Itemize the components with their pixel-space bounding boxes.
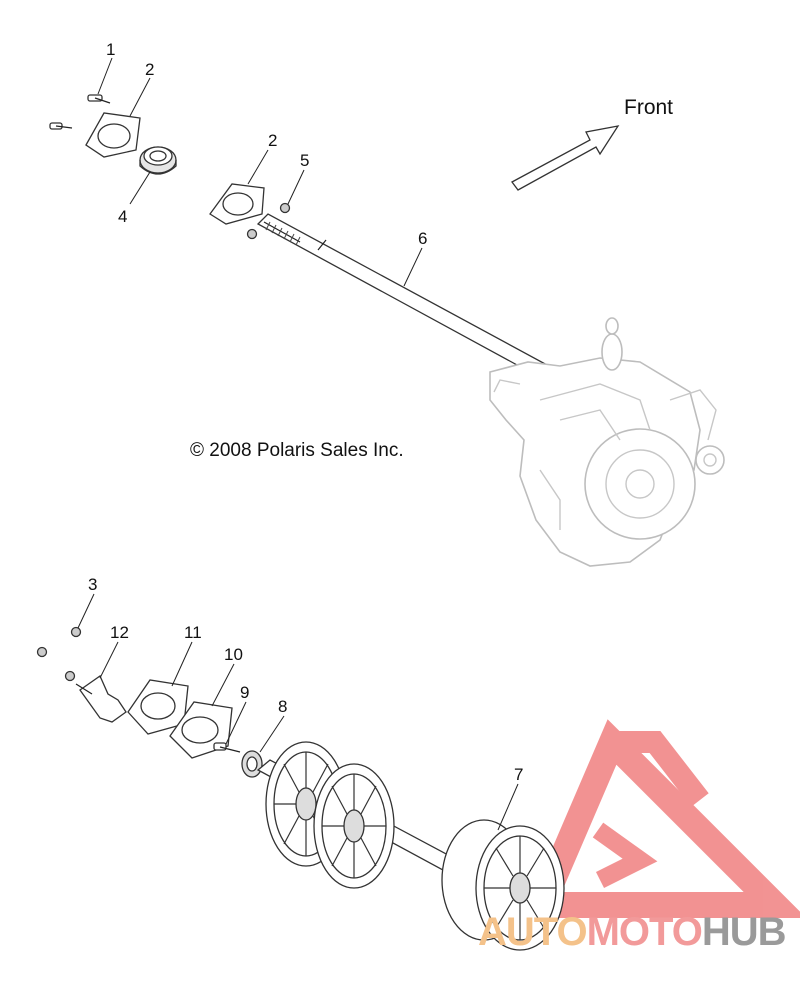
front-arrow-icon: [511, 125, 620, 191]
callout-7: 7: [514, 765, 523, 784]
bearing-part-8-icon: [241, 750, 263, 778]
watermark-text: AUTOMOTOHUB: [478, 910, 787, 955]
callout-5: 5: [300, 151, 309, 170]
driveshaft-assembly-part-7-icon: [256, 741, 565, 951]
bracket-part-12-icon: [75, 675, 127, 723]
copyright-notice: © 2008 Polaris Sales Inc.: [190, 440, 404, 461]
callout-4: 4: [118, 207, 127, 226]
callout-12: 12: [110, 623, 129, 642]
callout-8: 8: [278, 697, 287, 716]
bolt-part-left-icon: [49, 122, 73, 130]
bolt-part-9-icon: [213, 742, 241, 753]
callout-11: 11: [184, 623, 202, 642]
flange-part-2b-icon: [209, 183, 265, 225]
callout-2b: 2: [268, 131, 277, 150]
callout-10: 10: [224, 645, 243, 664]
callout-6: 6: [418, 229, 427, 248]
callout-2: 2: [145, 60, 154, 79]
chaincase-ghost-icon: [489, 317, 725, 567]
watermark-part-b: MOTO: [586, 910, 703, 954]
watermark-part-a: AUTO: [478, 910, 588, 954]
nut-part-3-icon: [36, 626, 82, 682]
watermark-part-c: HUB: [701, 910, 787, 954]
callout-1: 1: [106, 40, 115, 59]
bearing-part-4-icon: [139, 146, 177, 175]
leader-lines: [77, 57, 519, 831]
front-direction-label: Front: [624, 96, 674, 119]
callout-3: 3: [88, 575, 97, 594]
flange-part-11-icon: [127, 679, 189, 735]
nut-part-5-icon: [246, 202, 291, 240]
flange-part-2-icon: [85, 112, 141, 158]
bolt-part-1-icon: [87, 94, 111, 104]
driveshaft-part-6-icon: [256, 213, 561, 385]
watermark-logo-icon: [522, 719, 800, 918]
callout-9: 9: [240, 683, 249, 702]
